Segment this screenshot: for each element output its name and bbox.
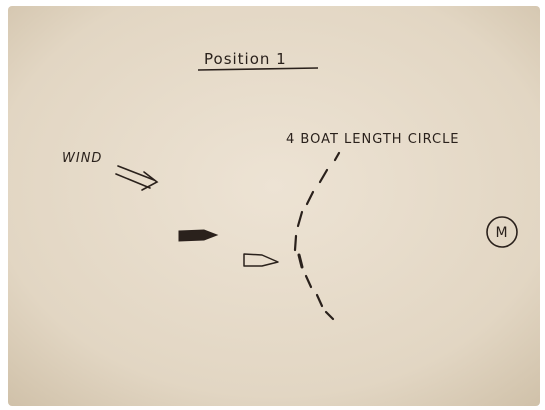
wind-label: WIND: [62, 151, 102, 166]
diagram-title: Position 1: [204, 50, 287, 68]
circle-label: 4 BOAT LENGTH CIRCLE: [286, 132, 460, 147]
mark-label: M: [495, 225, 508, 241]
